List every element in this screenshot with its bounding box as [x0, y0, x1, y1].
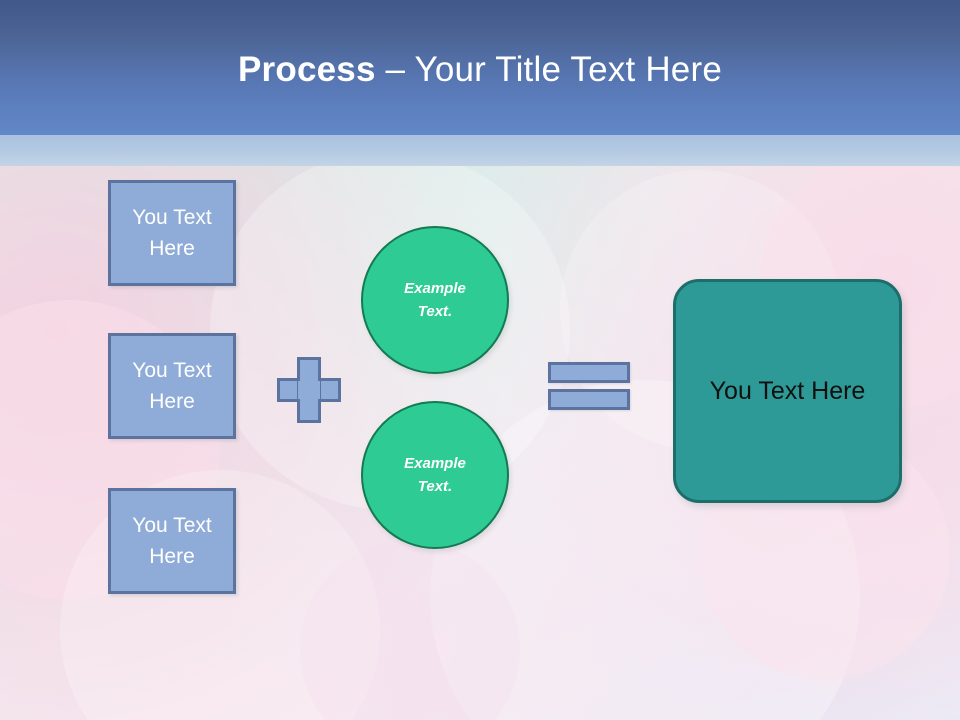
plus-icon-center-fill — [298, 381, 320, 399]
page-title: Process – Your Title Text Here — [0, 50, 960, 90]
output-box[interactable]: You Text Here — [673, 279, 902, 503]
process-circle-2-line1: Example — [404, 455, 466, 472]
process-circle-1-line2: Text. — [417, 303, 453, 320]
input-box-2[interactable]: You Text Here — [108, 333, 236, 439]
output-box-label: You Text Here — [709, 376, 866, 405]
bokeh-circle — [300, 540, 520, 720]
input-box-3-line1: You Text — [132, 514, 212, 537]
page-title-emphasis: Process — [238, 50, 376, 89]
process-circle-2[interactable]: Example Text. — [361, 401, 509, 549]
page-title-rest: – Your Title Text Here — [375, 50, 722, 89]
input-box-1-line1: You Text — [132, 206, 212, 229]
process-circle-1-line1: Example — [404, 280, 466, 297]
input-box-1-line2: Here — [149, 237, 195, 260]
title-bar — [0, 0, 960, 135]
plus-icon — [277, 357, 341, 423]
equals-icon-top-bar — [548, 362, 630, 383]
process-circle-1[interactable]: Example Text. — [361, 226, 509, 374]
input-box-3[interactable]: You Text Here — [108, 488, 236, 594]
input-box-1[interactable]: You Text Here — [108, 180, 236, 286]
equals-icon-bottom-bar — [548, 389, 630, 410]
input-box-2-line2: Here — [149, 390, 195, 413]
process-circle-2-line2: Text. — [417, 478, 453, 495]
input-box-2-line1: You Text — [132, 359, 212, 382]
input-box-3-line2: Here — [149, 545, 195, 568]
title-bar-accent-strip — [0, 135, 960, 166]
